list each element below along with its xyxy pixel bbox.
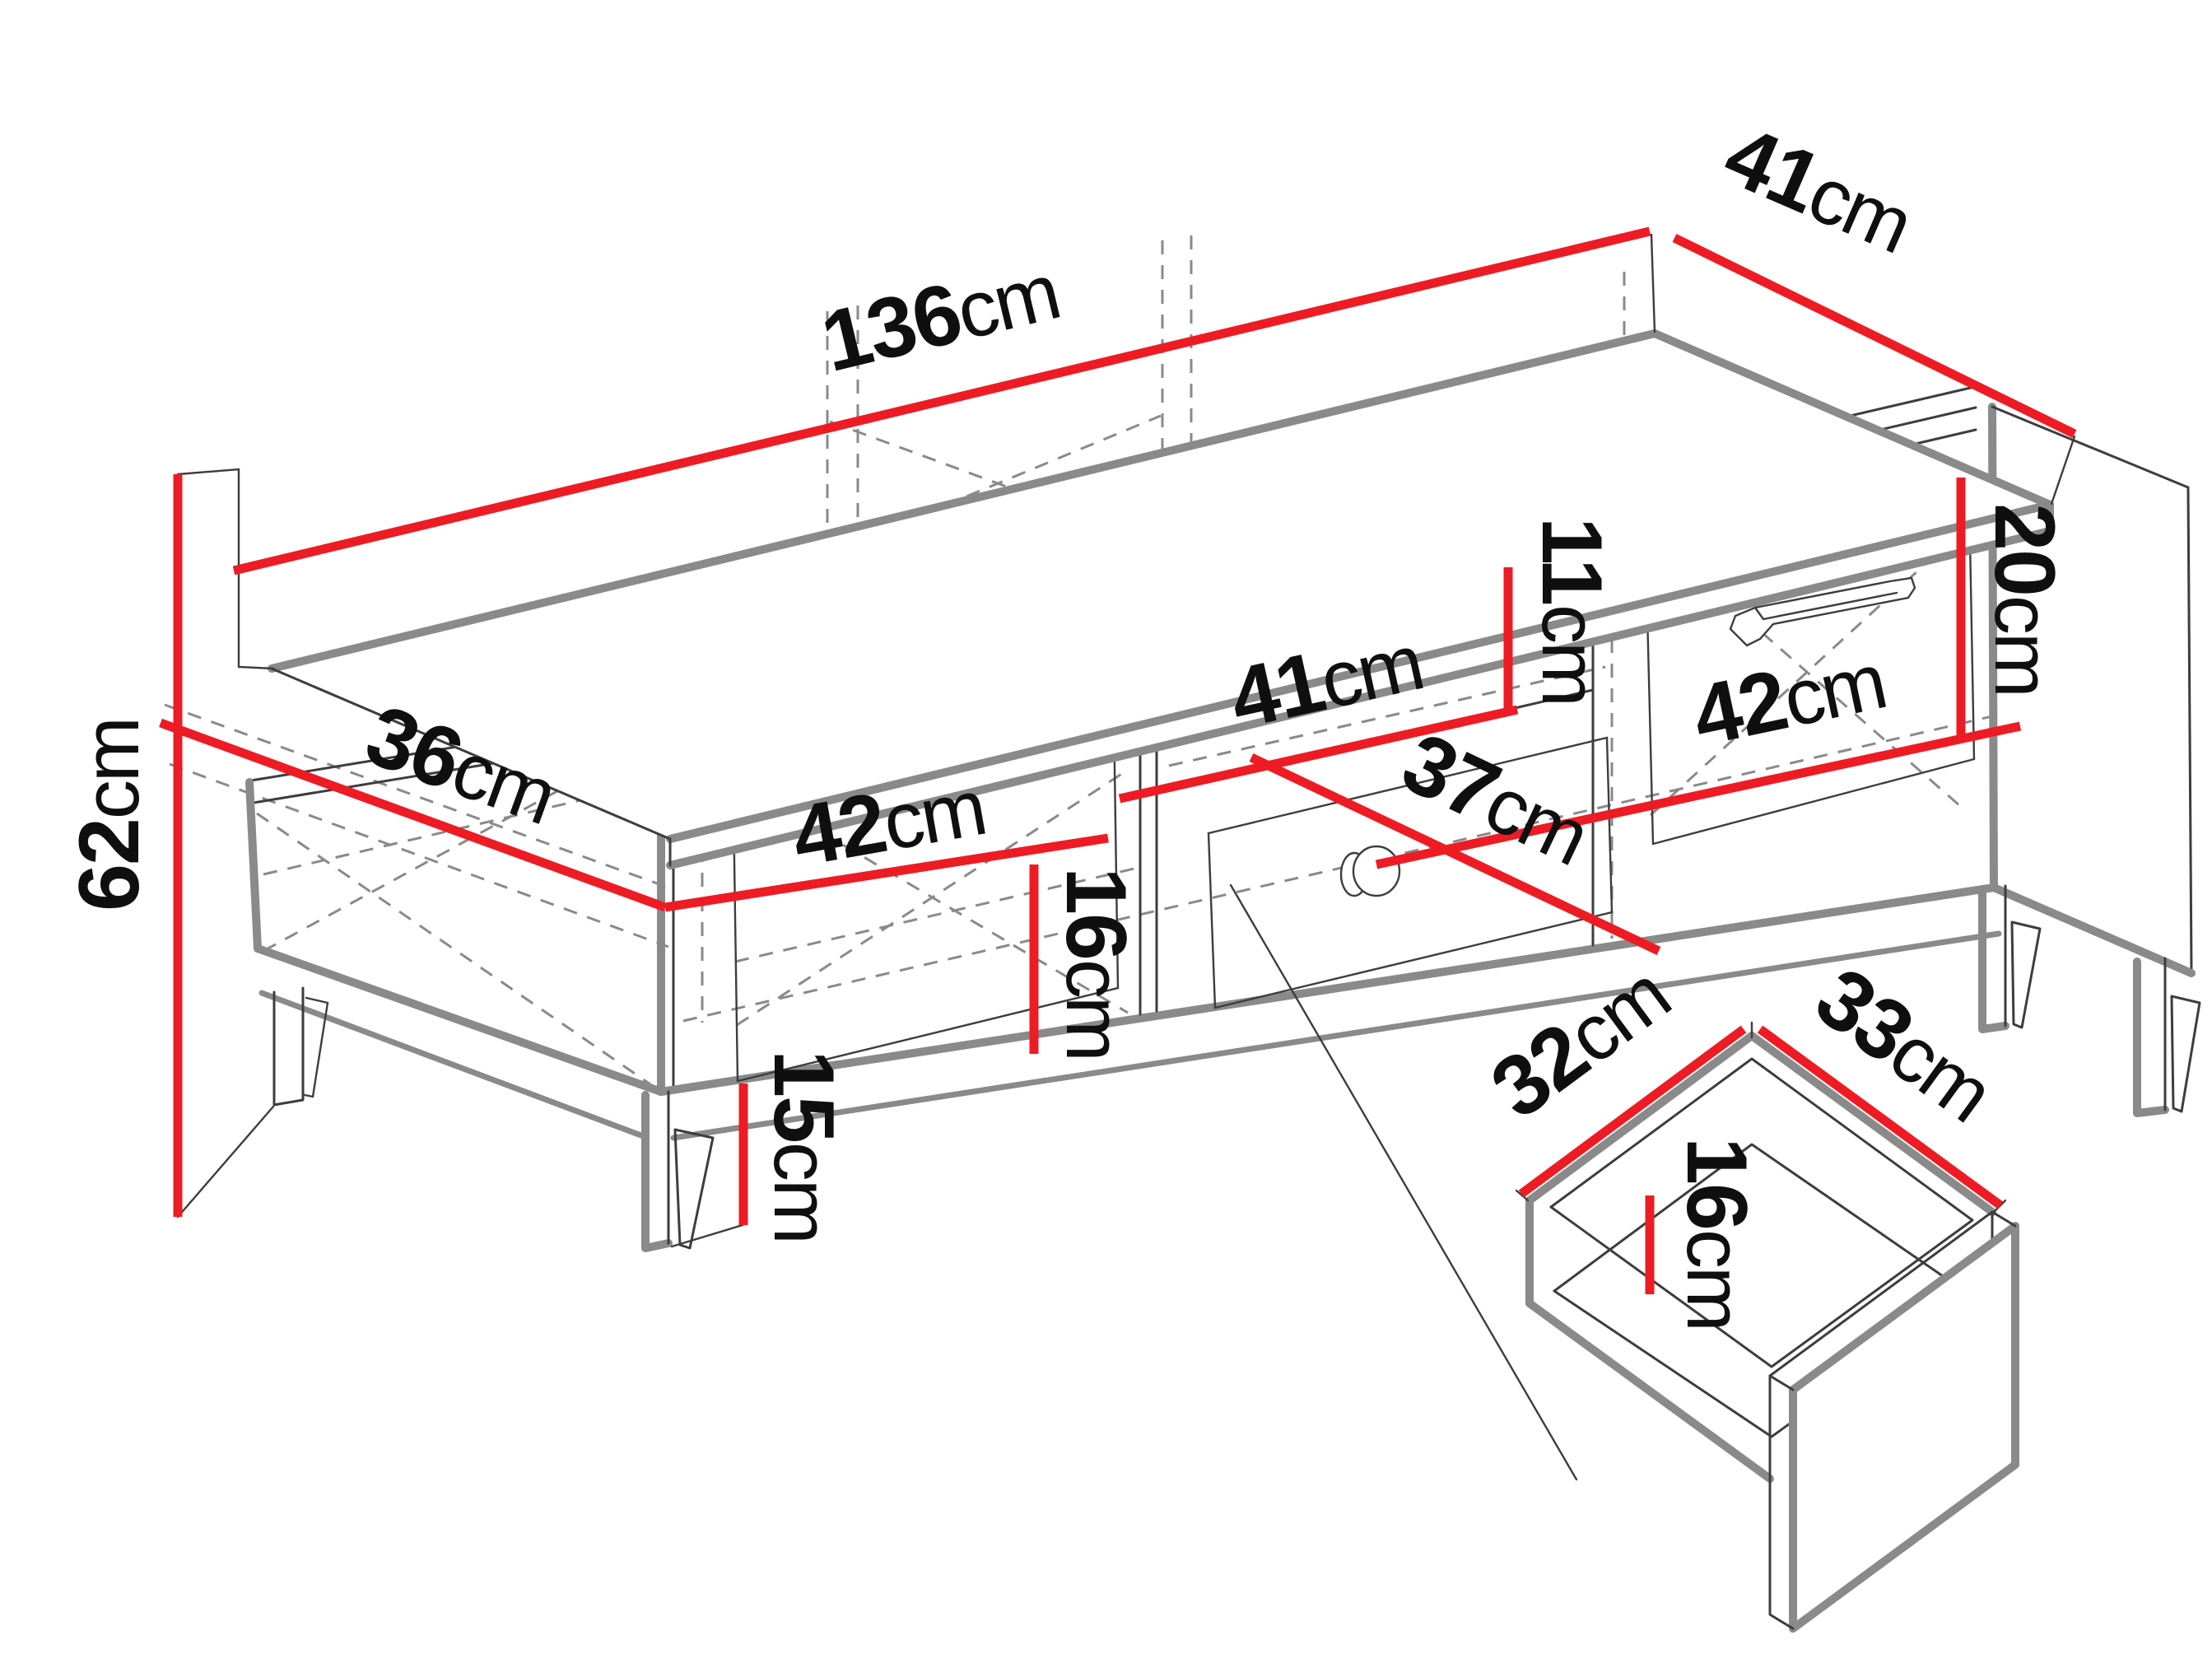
dim-line-top-depth	[1672, 234, 2077, 438]
leg-front-left	[641, 1090, 715, 1252]
legs	[272, 884, 2201, 1252]
svg-text:41cm: 41cm	[1222, 613, 1430, 748]
label-box-height: 16cm	[1669, 1137, 1764, 1330]
svg-text:42cm: 42cm	[785, 757, 991, 885]
svg-text:16cm: 16cm	[1669, 1137, 1764, 1330]
svg-text:42cm: 42cm	[1684, 631, 1893, 765]
dim-line-right-drawer-width	[1375, 721, 2022, 869]
label-top-depth: 41cm	[1711, 107, 1926, 272]
pointer-line	[1229, 883, 1578, 1481]
label-niche-height: 11cm	[1524, 517, 1619, 705]
middle-drawer-knob	[1339, 845, 1401, 897]
label-leg-height: 15cm	[756, 1050, 851, 1242]
svg-text:20cm: 20cm	[1977, 503, 2072, 696]
label-niche-width: 41cm	[1222, 613, 1430, 748]
label-right-drawer-width: 42cm	[1684, 631, 1893, 765]
label-left-box-height: 16cm	[1048, 867, 1143, 1060]
svg-text:11cm: 11cm	[1524, 517, 1619, 705]
leg-back-left	[272, 986, 329, 1107]
dim-line-top-width	[232, 226, 1651, 576]
svg-text:15cm: 15cm	[756, 1050, 851, 1242]
label-left-drawer-width: 42cm	[785, 757, 991, 885]
leg-back-right	[2133, 957, 2201, 1117]
dim-line-interior-depth	[159, 718, 667, 912]
dim-line-box-width	[1757, 1025, 2004, 1209]
svg-text:62cm: 62cm	[62, 719, 157, 911]
tabletop	[268, 329, 2054, 869]
dimension-lines	[159, 226, 2077, 1294]
svg-text:16cm: 16cm	[1048, 867, 1143, 1060]
label-overall-height: 62cm	[62, 719, 157, 911]
dim-line-middle-drawer-width	[1249, 753, 1661, 955]
label-right-drawer-height: 20cm	[1977, 503, 2072, 696]
svg-text:136cm: 136cm	[813, 242, 1068, 390]
drawer-box-detail	[1525, 1032, 2019, 1633]
leg-front-right	[1978, 884, 2042, 1033]
svg-text:41cm: 41cm	[1711, 107, 1926, 272]
dim-line-left-drawer-width	[664, 833, 1109, 912]
label-top-width: 136cm	[813, 242, 1068, 391]
dim-line-box-depth	[1518, 1025, 1747, 1198]
dim-line-niche-width	[1118, 705, 1519, 804]
right-drawer-handle	[1729, 576, 1916, 647]
